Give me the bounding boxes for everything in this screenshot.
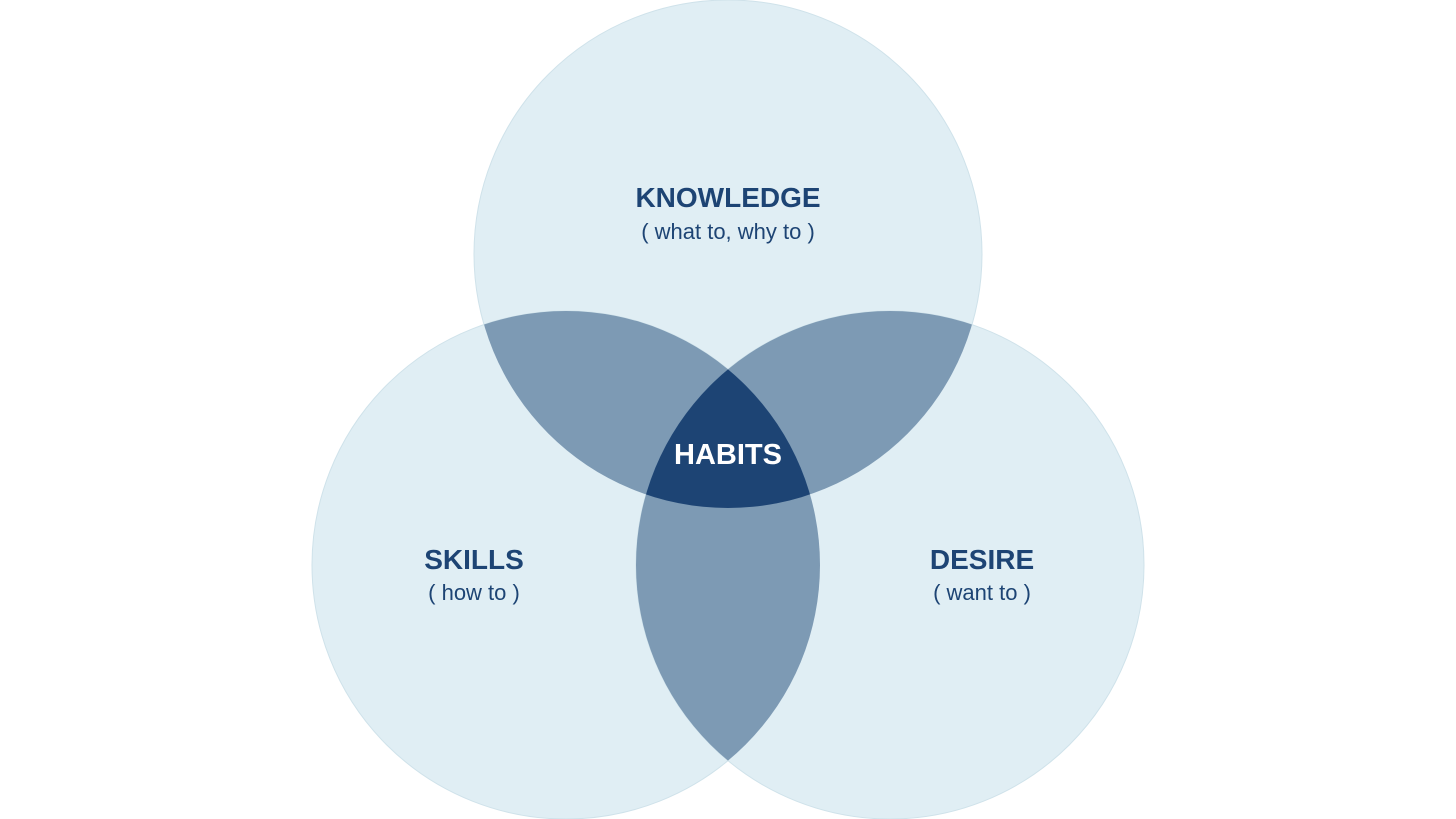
skills-subtitle: ( how to ) xyxy=(428,580,520,605)
skills-title: SKILLS xyxy=(424,544,524,575)
knowledge-title: KNOWLEDGE xyxy=(635,182,820,213)
knowledge-subtitle: ( what to, why to ) xyxy=(641,219,815,244)
desire-title: DESIRE xyxy=(930,544,1034,575)
habits-label: HABITS xyxy=(674,439,782,471)
habits-region xyxy=(636,311,820,508)
desire-subtitle: ( want to ) xyxy=(933,580,1031,605)
